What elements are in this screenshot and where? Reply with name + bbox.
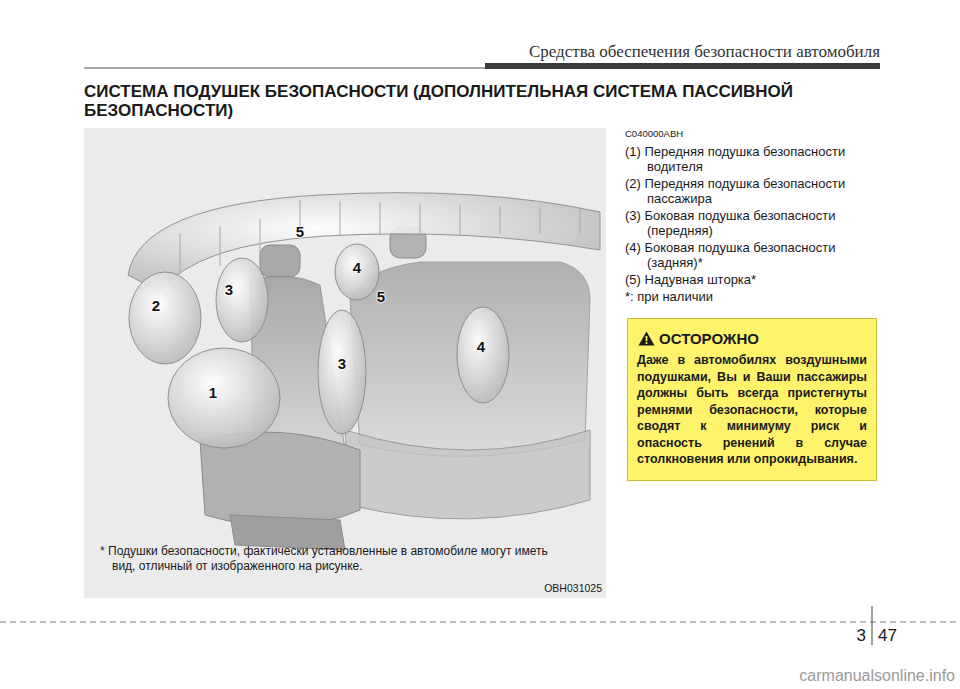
callout-number: 1 [209,384,217,402]
warning-heading: ОСТОРОЖНО [659,329,867,348]
callout-number: 5 [377,288,385,306]
callout-number: 5 [296,223,304,241]
callout-number: 3 [338,355,346,373]
callout-number: 2 [152,297,160,315]
section-code: C040000ABH [625,128,825,140]
list-item: (2) Передняя подушка безопасности пассаж… [625,176,877,206]
page-number: 47 [878,626,918,646]
list-item: (4) Боковая подушка безопасности (задняя… [625,240,877,270]
figure-code: OBH031025 [544,582,602,595]
warning-box: ОСТОРОЖНО Даже в автомобилях воздушными п… [627,318,877,481]
warning-body: Даже в автомобилях воздушными подушками,… [637,352,867,468]
list-item: (5) Надувная шторка* [625,272,877,287]
list-item: (1) Передняя подушка безопасности водите… [625,144,877,174]
warning-icon [638,331,655,346]
callout-number: 4 [477,338,485,356]
callout-number: 3 [225,281,233,299]
page-title: СИСТЕМА ПОДУШЕК БЕЗОПАСНОСТИ (ДОПОЛНИТЕЛ… [84,82,884,120]
callout-number: 4 [353,259,361,277]
watermark: carmanualsonline.info [700,666,955,686]
list-item: (3) Боковая подушка безопасности (передн… [625,208,877,238]
section-header: Средства обеспечения безопасности автомо… [485,42,880,62]
footnote: *: при наличии [625,289,825,304]
chapter-number: 3 [840,626,866,646]
figure-note: * Подушки безопасности, фактически устан… [100,544,562,574]
